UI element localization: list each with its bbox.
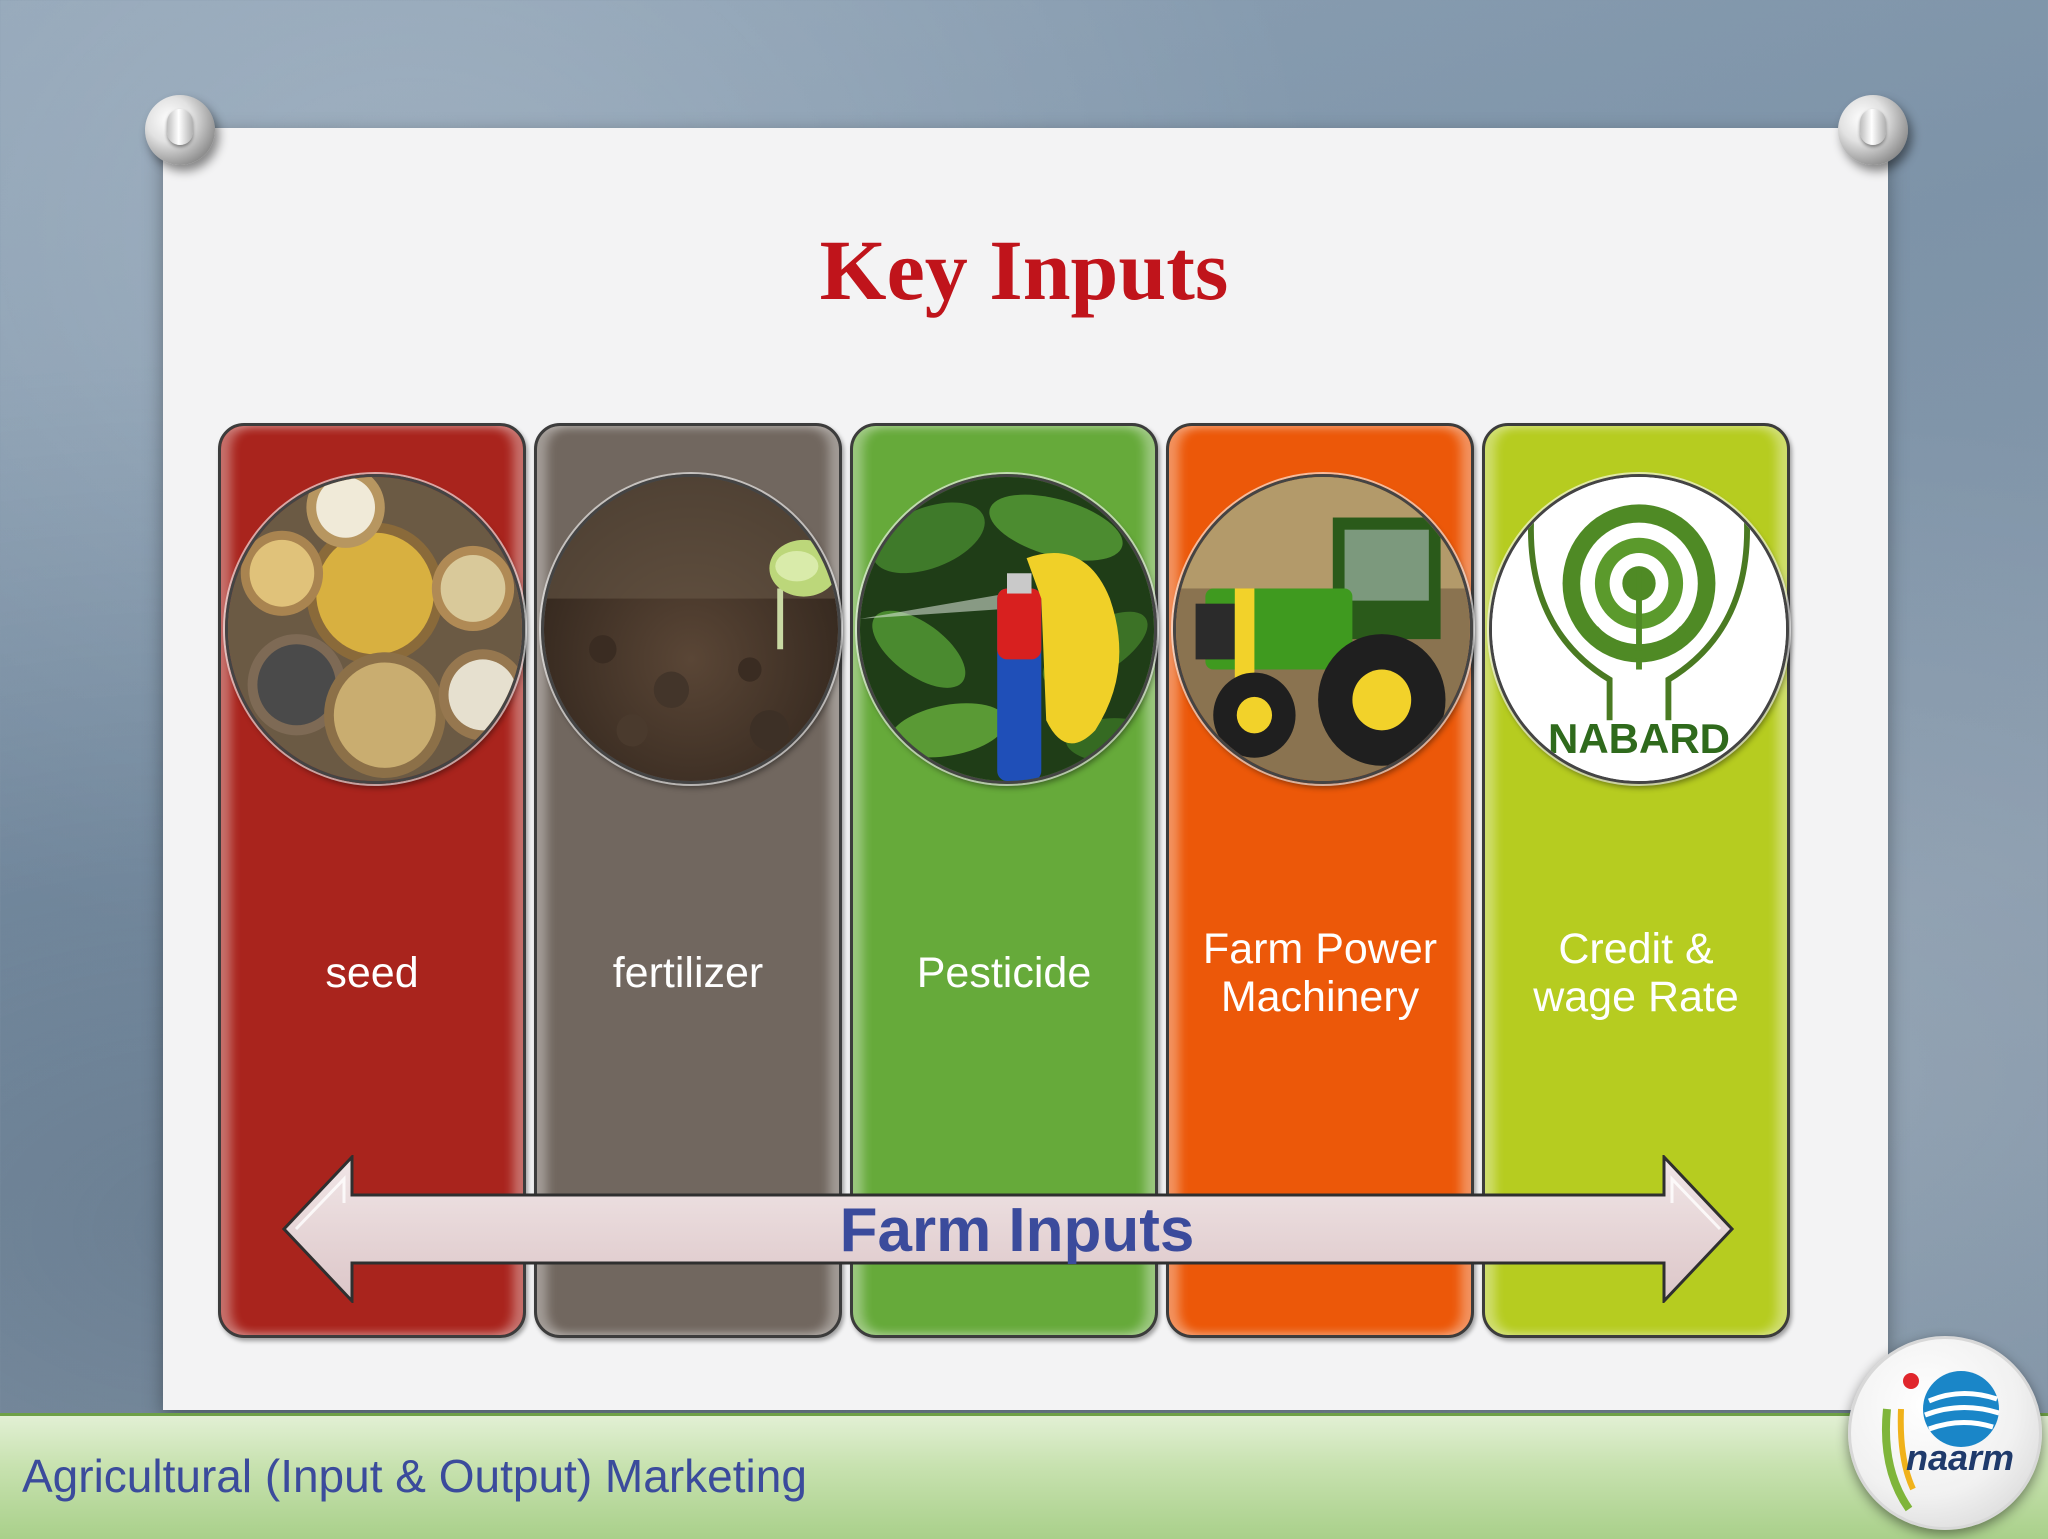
column-credit-wage-rate: NABARD Credit & wage Rate: [1482, 423, 1790, 1338]
nabard-logo-image: NABARD: [1489, 474, 1789, 784]
column-label-credit-wage-rate: Credit & wage Rate: [1485, 925, 1787, 1021]
column-pesticide: Pesticide: [850, 423, 1158, 1338]
label-line-1: Credit &: [1558, 925, 1714, 973]
slide-title: Key Inputs: [819, 222, 1229, 318]
double-arrow-shape: [282, 1155, 1734, 1303]
seed-bowls-image: [225, 474, 525, 784]
footer-bar: [0, 1413, 2048, 1539]
column-fertilizer: fertilizer: [534, 423, 842, 1338]
label-line-1: Farm Power: [1202, 925, 1438, 973]
column-label-pesticide: Pesticide: [916, 949, 1092, 997]
naarm-logo-icon: [1848, 1336, 2042, 1530]
pushpin-right-icon: [1838, 95, 1908, 165]
label-line-2: wage Rate: [1533, 973, 1739, 1021]
label-line-2: Machinery: [1220, 973, 1420, 1021]
nabard-logo-text: NABARD: [1548, 715, 1730, 762]
pushpin-left-icon: [145, 95, 215, 165]
column-label-farm-power-machinery: Farm Power Machinery: [1169, 925, 1471, 1021]
column-farm-power-machinery: Farm Power Machinery: [1166, 423, 1474, 1338]
column-label-seed: seed: [325, 949, 419, 997]
soil-seedling-image: [541, 474, 841, 784]
column-label-fertilizer: fertilizer: [612, 949, 764, 997]
column-seed: seed: [218, 423, 526, 1338]
tractor-image: [1173, 474, 1473, 784]
naarm-logo-text: naarm: [1906, 1437, 2015, 1478]
arrow-label: Farm Inputs: [839, 1196, 1195, 1265]
footer-text: Agricultural (Input & Output) Marketing: [22, 1450, 807, 1502]
pesticide-spray-image: [857, 474, 1157, 784]
